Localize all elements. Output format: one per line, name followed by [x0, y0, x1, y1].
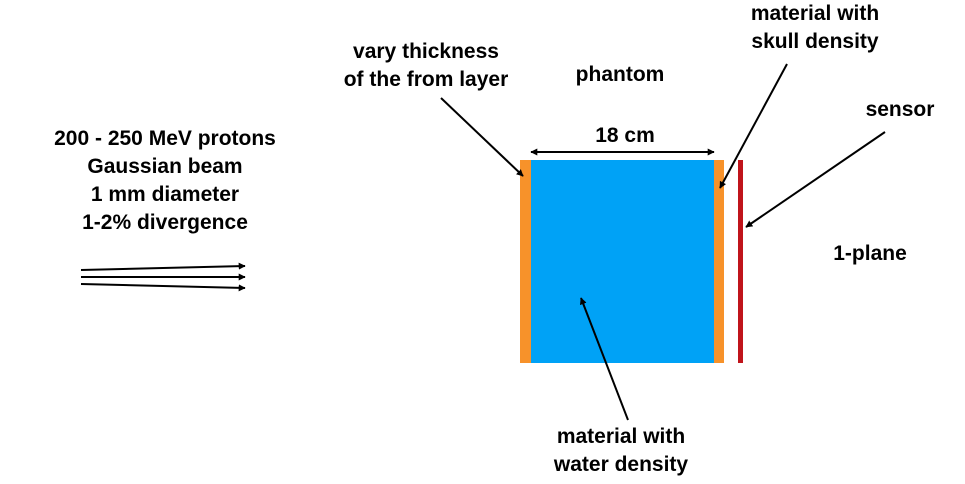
phantom-label: phantom: [575, 63, 665, 86]
beam-description: 200 - 250 MeV protons Gaussian beam 1 mm…: [24, 125, 306, 237]
front-skull-layer: [520, 160, 531, 363]
skull-layer-pointer: [719, 63, 788, 189]
sensor-label: sensor: [865, 98, 935, 121]
front-layer-pointer: [440, 97, 524, 177]
front-layer-label-line-1: vary thickness: [353, 40, 499, 63]
beam-diameter-text: 1 mm diameter: [90, 183, 240, 206]
beam-energy-text: 200 - 250 MeV protons: [54, 127, 276, 150]
width-label: 18 cm: [595, 124, 655, 147]
sensor-pointer: [745, 131, 886, 228]
water-pointer: [579, 297, 629, 421]
skull-material-label: material with skull density: [720, 0, 910, 56]
water-material-label-line-2: water density: [553, 453, 689, 476]
water-phantom: [531, 160, 714, 363]
beam-profile-text: Gaussian beam: [87, 155, 243, 178]
skull-material-label-line-2: skull density: [751, 30, 879, 53]
back-skull-layer: [714, 160, 724, 363]
beam-divergence-text: 1-2% divergence: [82, 211, 248, 234]
beam-arrow-1: [80, 262, 246, 271]
sensor-plane: [738, 160, 743, 363]
beam-arrow-3: [80, 283, 246, 292]
front-layer-label-line-2: of the from layer: [343, 68, 509, 91]
skull-material-label-line-1: material with: [750, 2, 880, 25]
front-layer-label: vary thickness of the from layer: [318, 38, 534, 94]
water-material-label-line-1: material with: [556, 425, 686, 448]
water-material-label: material with water density: [526, 423, 716, 479]
plane-label: 1-plane: [833, 242, 907, 265]
